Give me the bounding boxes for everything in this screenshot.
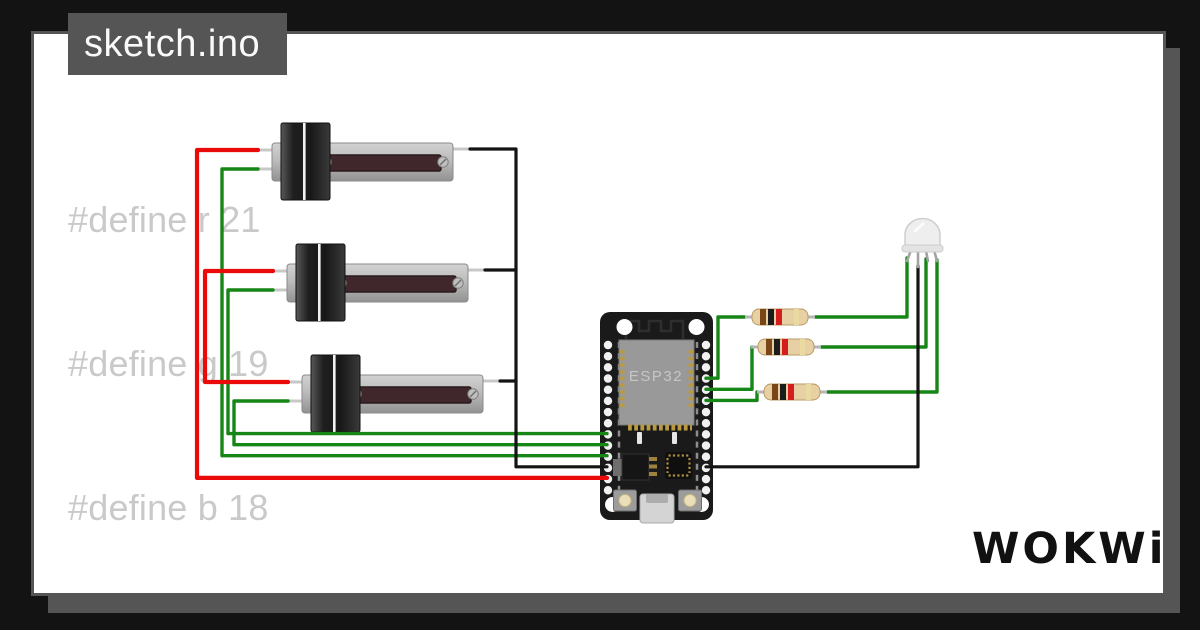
en-button [678, 489, 702, 512]
wire-vin [194, 147, 610, 480]
usb-connector [639, 493, 675, 524]
black-wires [468, 147, 920, 469]
code-line: #define b 18 [68, 487, 269, 528]
wire-pot3-signal [232, 399, 609, 447]
resistor-2 [749, 337, 823, 357]
green-wires [220, 167, 939, 458]
rgb-led [901, 217, 944, 269]
wire-r3-led [825, 258, 939, 394]
boot-button [613, 489, 637, 512]
slide-potentiometer-3 [284, 353, 502, 434]
slide-potentiometer-1 [254, 121, 472, 202]
esp32-board: ESP32 [600, 312, 713, 524]
file-tab: sketch.ino [68, 13, 287, 75]
resistor-1 [743, 307, 817, 327]
code-line: #define r 21 [68, 199, 261, 240]
wire-esp-r2 [704, 345, 754, 391]
file-name: sketch.ino [84, 22, 261, 65]
code-line: #define g 19 [68, 343, 269, 384]
antenna-icon [624, 319, 685, 339]
esp32-chip-label: ESP32 [629, 368, 683, 385]
board-led [637, 432, 642, 444]
code-preview: #define r 21 #define g 19 #define b 18 #… [34, 34, 1163, 593]
board-led [672, 432, 677, 444]
wire-pot1-signal [220, 167, 609, 458]
wire-vcc-chain [202, 268, 291, 385]
esp32-module [618, 339, 695, 426]
wokwi-logo: WOKWi [972, 524, 1167, 574]
wire-r2-led [819, 257, 928, 349]
voltage-regulator [621, 453, 650, 481]
wire-r1-led [813, 256, 909, 319]
wire-esp-r1 [704, 315, 747, 380]
red-wires [194, 147, 610, 480]
wire-pot2-signal [226, 288, 609, 436]
wire-led-gnd [704, 264, 920, 469]
code-lines: #define r 21 #define g 19 #define b 18 #… [68, 100, 289, 593]
wire-esp-r3 [704, 390, 759, 403]
led-highlight [913, 222, 925, 233]
slide-potentiometer-2 [269, 242, 487, 323]
canvas-card [31, 31, 1166, 596]
resistor-3 [755, 382, 829, 402]
qfn-chip [665, 452, 692, 479]
wire-pot-gnd [468, 147, 609, 469]
